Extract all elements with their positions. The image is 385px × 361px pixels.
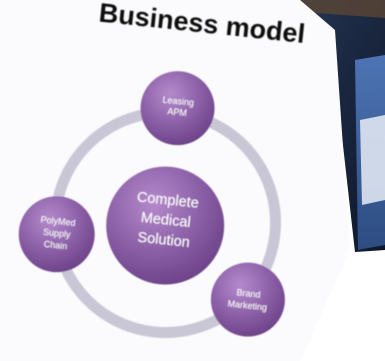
- node-leasing-apm: Leasing APM: [140, 71, 215, 146]
- center-label-line-1: Complete: [136, 189, 199, 211]
- node-supply-label-line-1: PolyMed: [40, 215, 76, 229]
- node-brand-label-line-2: Marketing: [227, 299, 267, 313]
- center-node: Complete Medical Solution: [106, 166, 225, 285]
- node-brand-marketing: Brand Marketing: [210, 262, 285, 337]
- node-brand-label-line-1: Brand: [236, 287, 261, 299]
- node-supply-label-line-2: Supply: [43, 227, 72, 240]
- node-supply-label-line-3: Chain: [43, 239, 67, 251]
- center-label-line-2: Medical: [140, 210, 191, 231]
- center-label-line-3: Solution: [137, 230, 191, 251]
- node-leasing-label-line-2: APM: [167, 106, 187, 118]
- node-polymed-supply-chain: PolyMed Supply Chain: [18, 196, 95, 273]
- node-leasing-label-line-1: Leasing: [162, 95, 194, 108]
